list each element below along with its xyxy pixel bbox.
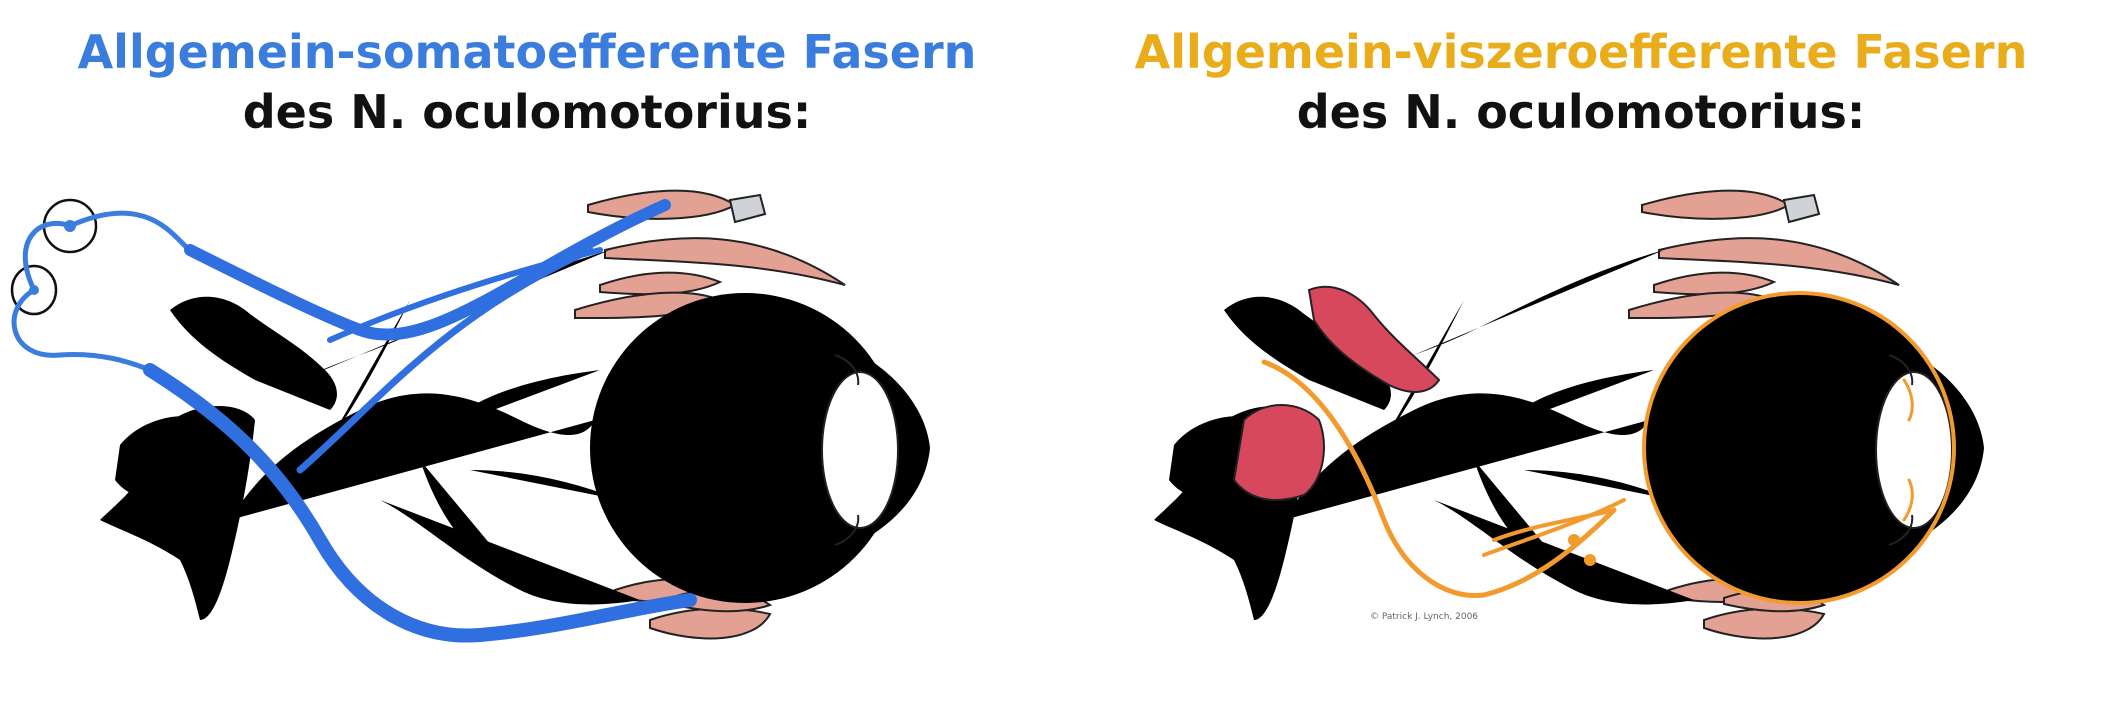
ciliary-ganglion — [1568, 534, 1596, 566]
left-panel — [10, 189, 931, 643]
visceral-fibres — [1261, 291, 1956, 605]
left-title-line1: Allgemein-somatoefferente Fasern — [77, 25, 977, 79]
somatic-fibres — [11, 199, 697, 643]
right-title: Allgemein-viszeroefferente Fasern des N.… — [1054, 22, 2108, 142]
left-title: Allgemein-somatoefferente Fasern des N. … — [0, 22, 1054, 142]
left-anatomy — [99, 189, 931, 640]
credit-text: © Patrick J. Lynch, 2006 — [1370, 612, 1479, 622]
right-panel — [1153, 189, 1985, 640]
vascular-nets — [1232, 285, 1441, 501]
right-title-line1: Allgemein-viszeroefferente Fasern — [1134, 25, 2028, 79]
right-title-line2: des N. oculomotorius: — [1296, 85, 1866, 139]
left-title-line2: des N. oculomotorius: — [242, 85, 812, 139]
